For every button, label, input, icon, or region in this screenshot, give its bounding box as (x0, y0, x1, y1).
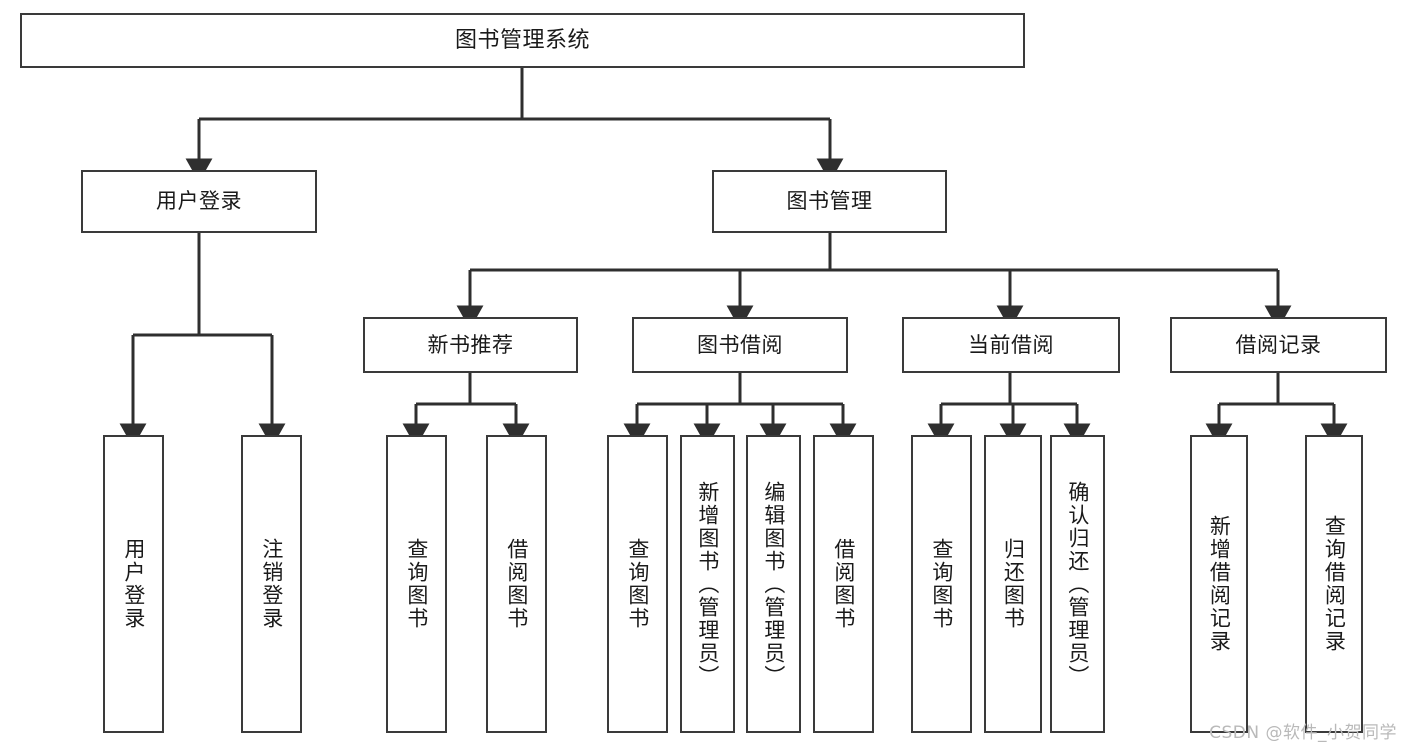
node-label: 借阅图书 (504, 538, 529, 630)
node-root-system[interactable]: 图书管理系统 (20, 13, 1025, 68)
node-label: 查询图书 (929, 538, 954, 630)
node-label: 图书管理 (786, 189, 873, 214)
node-label: 查询借阅记录 (1322, 515, 1347, 653)
leaf-user-login[interactable]: 用户登录 (103, 435, 164, 733)
leaf-confirm-return-admin[interactable]: 确认归还（管理员） (1050, 435, 1105, 733)
leaf-query-book-borrow[interactable]: 查询图书 (607, 435, 668, 733)
node-user-login[interactable]: 用户登录 (81, 170, 317, 233)
node-label: 查询图书 (404, 538, 429, 630)
leaf-add-borrow-record[interactable]: 新增借阅记录 (1190, 435, 1248, 733)
node-label: 确认归还（管理员） (1065, 480, 1090, 688)
leaf-borrow-book-recommend[interactable]: 借阅图书 (486, 435, 547, 733)
node-label: 图书管理系统 (454, 27, 590, 53)
node-label: 新增借阅记录 (1207, 515, 1232, 653)
leaf-query-book-recommend[interactable]: 查询图书 (386, 435, 447, 733)
csdn-watermark: CSDN @软件_小贺同学 (1209, 723, 1397, 743)
node-current-borrow[interactable]: 当前借阅 (902, 317, 1120, 373)
leaf-user-logout[interactable]: 注销登录 (241, 435, 302, 733)
node-label: 借阅记录 (1235, 332, 1322, 357)
node-label: 新书推荐 (427, 332, 514, 357)
leaf-return-book[interactable]: 归还图书 (984, 435, 1042, 733)
node-label: 用户登录 (121, 538, 146, 630)
node-book-borrow[interactable]: 图书借阅 (632, 317, 848, 373)
leaf-edit-book-admin[interactable]: 编辑图书（管理员） (746, 435, 801, 733)
node-new-book-recommend[interactable]: 新书推荐 (363, 317, 578, 373)
node-label: 编辑图书（管理员） (761, 480, 786, 688)
node-label: 归还图书 (1001, 538, 1026, 630)
node-borrow-record[interactable]: 借阅记录 (1170, 317, 1387, 373)
leaf-borrow-book[interactable]: 借阅图书 (813, 435, 874, 733)
node-label: 查询图书 (625, 538, 650, 630)
node-book-management[interactable]: 图书管理 (712, 170, 947, 233)
leaf-query-borrow-record[interactable]: 查询借阅记录 (1305, 435, 1363, 733)
node-label: 注销登录 (259, 538, 284, 630)
node-label: 借阅图书 (831, 538, 856, 630)
node-label: 用户登录 (156, 189, 242, 214)
leaf-add-book-admin[interactable]: 新增图书（管理员） (680, 435, 735, 733)
node-label: 当前借阅 (968, 332, 1054, 357)
leaf-query-book-current[interactable]: 查询图书 (911, 435, 972, 733)
node-label: 图书借阅 (697, 332, 783, 357)
node-label: 新增图书（管理员） (695, 480, 720, 688)
